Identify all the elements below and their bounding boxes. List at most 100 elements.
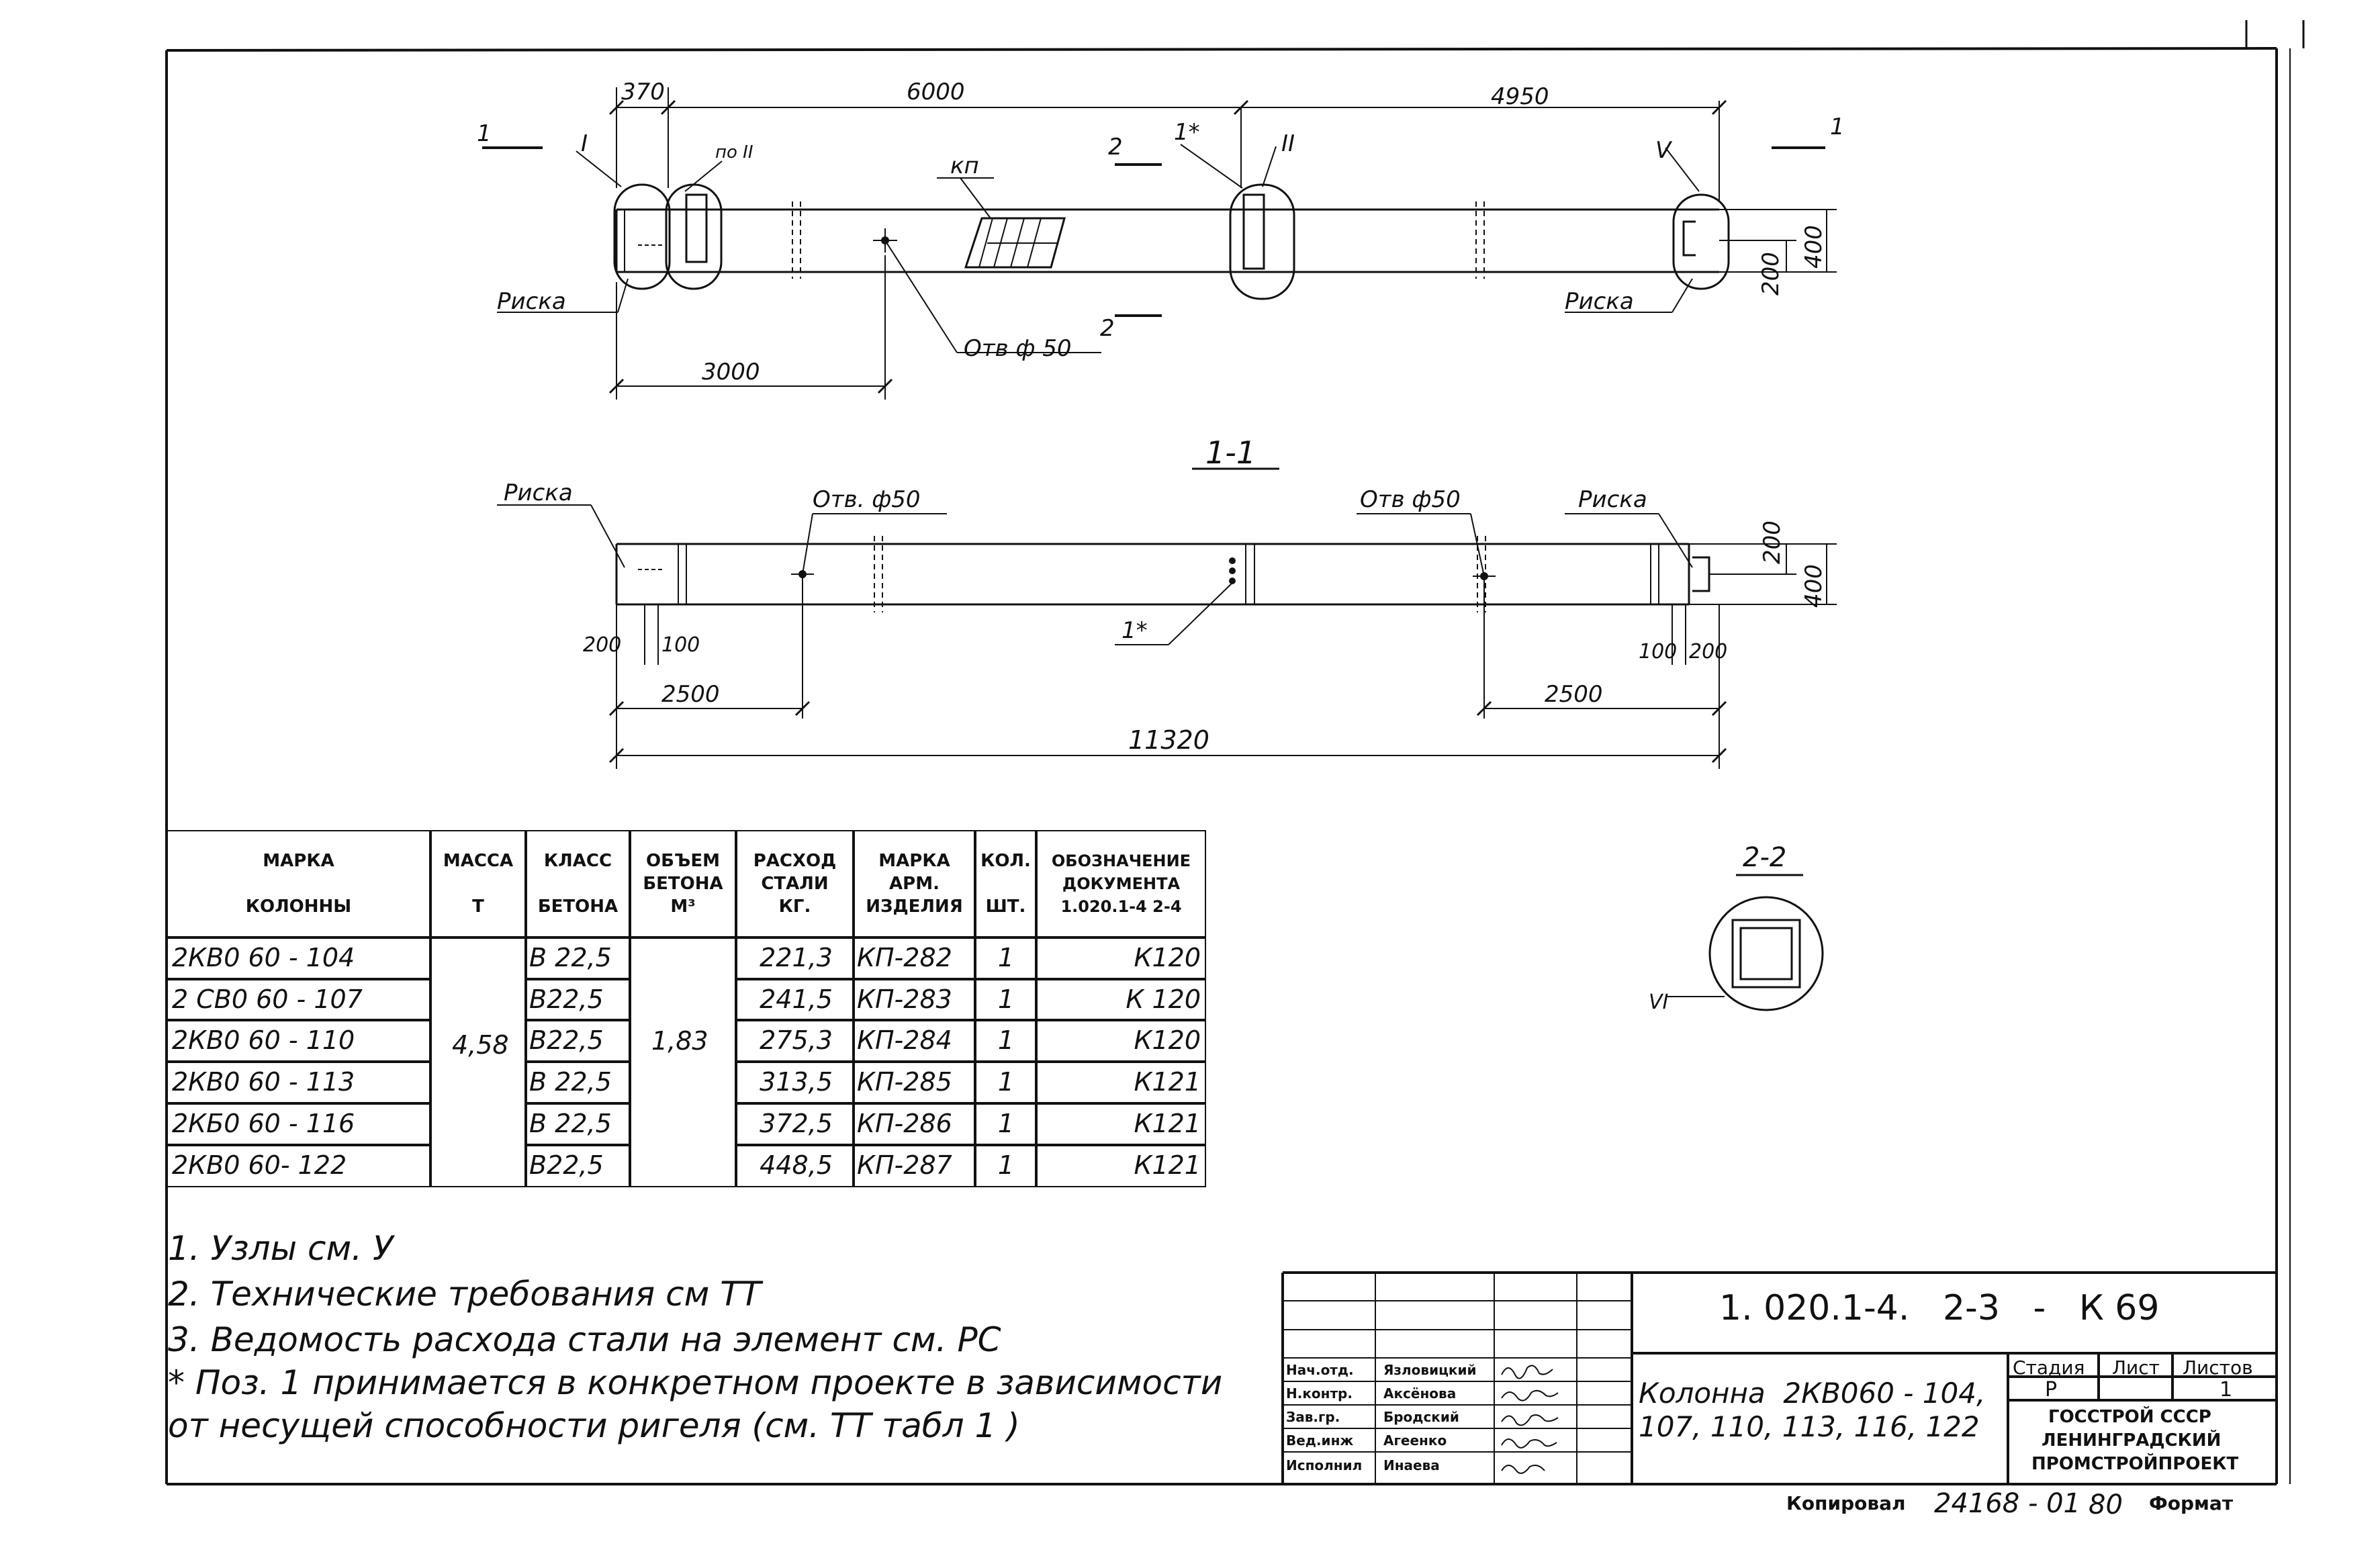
item-name-line-1: Колонна 2КВ060 - 104, xyxy=(1639,1377,1986,1410)
table-cell-qty: 1 xyxy=(997,1109,1015,1138)
format-label: Формат xyxy=(2149,1492,2234,1514)
note-4: * Поз. 1 принимается в конкретном проект… xyxy=(168,1363,1223,1402)
section-mark-1-left: 1 xyxy=(477,120,492,147)
table-cell-class: В 22,5 xyxy=(529,943,612,972)
section-1-1-title: 1-1 xyxy=(1205,434,1256,471)
table-cell-mark: 2КВ0 60 - 104 xyxy=(172,943,355,972)
signer-name-5: Инаева xyxy=(1383,1457,1440,1473)
table-cell-doc: К121 xyxy=(1134,1067,1201,1097)
table-cell-qty: 1 xyxy=(997,1067,1015,1097)
section-mark-2-bottom: 2 xyxy=(1100,315,1115,342)
header-qty: КОЛ. ШТ. xyxy=(980,851,1031,917)
note-2: 2. Технические требования см ТТ xyxy=(168,1275,762,1314)
signer-role-5: Исполнил xyxy=(1286,1457,1363,1473)
hole-label-s1-left: Отв. ф50 xyxy=(813,486,921,513)
star-label-s1: 1* xyxy=(1122,617,1148,644)
dim-200-plan: 200 xyxy=(1757,252,1784,295)
sheets-header: Листов xyxy=(2183,1357,2253,1379)
sheet-header: Лист xyxy=(2112,1357,2160,1379)
table-cell-arm: КП-285 xyxy=(857,1067,952,1097)
table-cell-arm: КП-286 xyxy=(857,1109,952,1138)
note-3: 3. Ведомость расхода стали на элемент см… xyxy=(168,1320,1001,1359)
org-line-1: ГОССТРОЙ СССР xyxy=(2048,1407,2211,1427)
table-cell-qty: 1 xyxy=(997,1150,1015,1180)
dim-2500-left: 2500 xyxy=(661,681,720,708)
section-mark-2-top: 2 xyxy=(1108,134,1123,161)
table-cell-doc: К121 xyxy=(1134,1150,1201,1180)
node-label-2: II xyxy=(1281,130,1295,157)
table-cell-class: В 22,5 xyxy=(529,1067,612,1097)
dim-200-s1-left: 200 xyxy=(583,633,621,657)
table-cell-qty: 1 xyxy=(997,1025,1015,1055)
table-cell-mark: 2КВ0 60- 122 xyxy=(172,1150,347,1180)
node-label-6: VI xyxy=(1649,991,1669,1014)
copy-number: 24168 - 01 xyxy=(1934,1488,2081,1519)
org-line-2: ЛЕНИНГРАДСКИЙ xyxy=(2042,1430,2222,1451)
dim-3000: 3000 xyxy=(702,359,760,385)
volume-merged: 1,83 xyxy=(651,1026,708,1056)
header-class: КЛАСС БЕТОНА xyxy=(537,851,619,917)
table-cell-mark: 2КВ0 60 - 110 xyxy=(172,1025,355,1055)
doc-code: 1. 020.1-4. 2-3 - К 69 xyxy=(1719,1288,2160,1328)
table-cell-steel: 448,5 xyxy=(760,1150,833,1180)
table-cell-doc: К121 xyxy=(1134,1109,1201,1138)
dim-400-s1: 400 xyxy=(1800,564,1827,608)
dim-370: 370 xyxy=(621,79,665,105)
signer-role-4: Вед.инж xyxy=(1286,1432,1354,1449)
table-cell-mark: 2КВ0 60 - 113 xyxy=(172,1067,355,1097)
risk-label-s1-right: Риска xyxy=(1578,486,1647,513)
kp-label: кп xyxy=(950,152,979,179)
risk-label-s1-left: Риска xyxy=(504,479,573,506)
header-mass: МАССА Т xyxy=(443,851,514,917)
stage-value: Р xyxy=(2045,1378,2058,1402)
signer-role-3: Зав.гр. xyxy=(1286,1409,1340,1425)
signer-name-4: Агеенко xyxy=(1383,1432,1447,1449)
signer-role-2: Н.контр. xyxy=(1286,1385,1353,1402)
note-5: от несущей способности ригеля (см. ТТ та… xyxy=(168,1406,1020,1445)
signer-name-3: Бродский xyxy=(1383,1409,1459,1425)
node-label-5: V xyxy=(1655,137,1673,164)
sheets-value: 1 xyxy=(2219,1378,2233,1402)
table-cell-doc: К 120 xyxy=(1126,984,1201,1014)
table-cell-steel: 241,5 xyxy=(760,984,833,1014)
dim-100-s1-right: 100 xyxy=(1639,640,1677,663)
table-cell-steel: 372,5 xyxy=(760,1109,833,1138)
item-name-line-2: 107, 110, 113, 116, 122 xyxy=(1639,1410,1980,1443)
header-steel: РАСХОД СТАЛИ КГ. xyxy=(753,851,837,917)
signer-name-1: Язловицкий xyxy=(1383,1362,1477,1378)
table-cell-class: В22,5 xyxy=(529,1025,604,1055)
table-cell-arm: КП-283 xyxy=(857,984,952,1014)
table-cell-class: В 22,5 xyxy=(529,1109,612,1138)
dim-4950: 4950 xyxy=(1491,83,1549,110)
table-cell-arm: КП-287 xyxy=(857,1150,952,1180)
dim-11320: 11320 xyxy=(1128,725,1209,755)
table-cell-mark: 2 СВ0 60 - 107 xyxy=(172,984,363,1014)
node-label-po2: по II xyxy=(715,142,753,163)
table-cell-mark: 2КБ0 60 - 116 xyxy=(172,1109,355,1138)
table-cell-steel: 221,3 xyxy=(760,943,833,972)
header-arm: МАРКА АРМ. ИЗДЕЛИЯ xyxy=(866,851,963,917)
header-volume: ОБЪЕМ БЕТОНА М³ xyxy=(643,851,723,917)
hole-label-plan: Отв ф 50 xyxy=(964,335,1072,362)
hole-label-s1-right: Отв ф50 xyxy=(1360,486,1461,513)
header-doc: ОБОЗНАЧЕНИЕ ДОКУМЕНТА 1.020.1-4 2-4 xyxy=(1051,852,1191,916)
risk-label-plan-right: Риска xyxy=(1565,288,1634,315)
risk-label-plan-left: Риска xyxy=(497,288,566,315)
dim-6000: 6000 xyxy=(907,79,965,105)
header-mark: МАРКА КОЛОННЫ xyxy=(245,851,352,917)
signer-role-1: Нач.отд. xyxy=(1286,1362,1354,1378)
note-1: 1. Узлы см. У xyxy=(168,1229,394,1268)
mass-merged: 4,58 xyxy=(452,1030,509,1060)
copied-label: Копировал xyxy=(1786,1492,1906,1514)
org-line-3: ПРОМСТРОЙПРОЕКТ xyxy=(2031,1454,2239,1474)
signatures xyxy=(1501,1365,1559,1474)
copy-page: 80 xyxy=(2089,1490,2123,1520)
table-cell-qty: 1 xyxy=(997,984,1015,1014)
dim-400-plan: 400 xyxy=(1800,225,1827,269)
node-label-1: I xyxy=(581,130,588,157)
table-cell-doc: К120 xyxy=(1134,943,1201,972)
section-mark-1-right: 1 xyxy=(1830,113,1845,140)
table-cell-class: В22,5 xyxy=(529,1150,604,1180)
section-2-2-title: 2-2 xyxy=(1743,842,1786,873)
table-cell-arm: КП-282 xyxy=(857,943,952,972)
